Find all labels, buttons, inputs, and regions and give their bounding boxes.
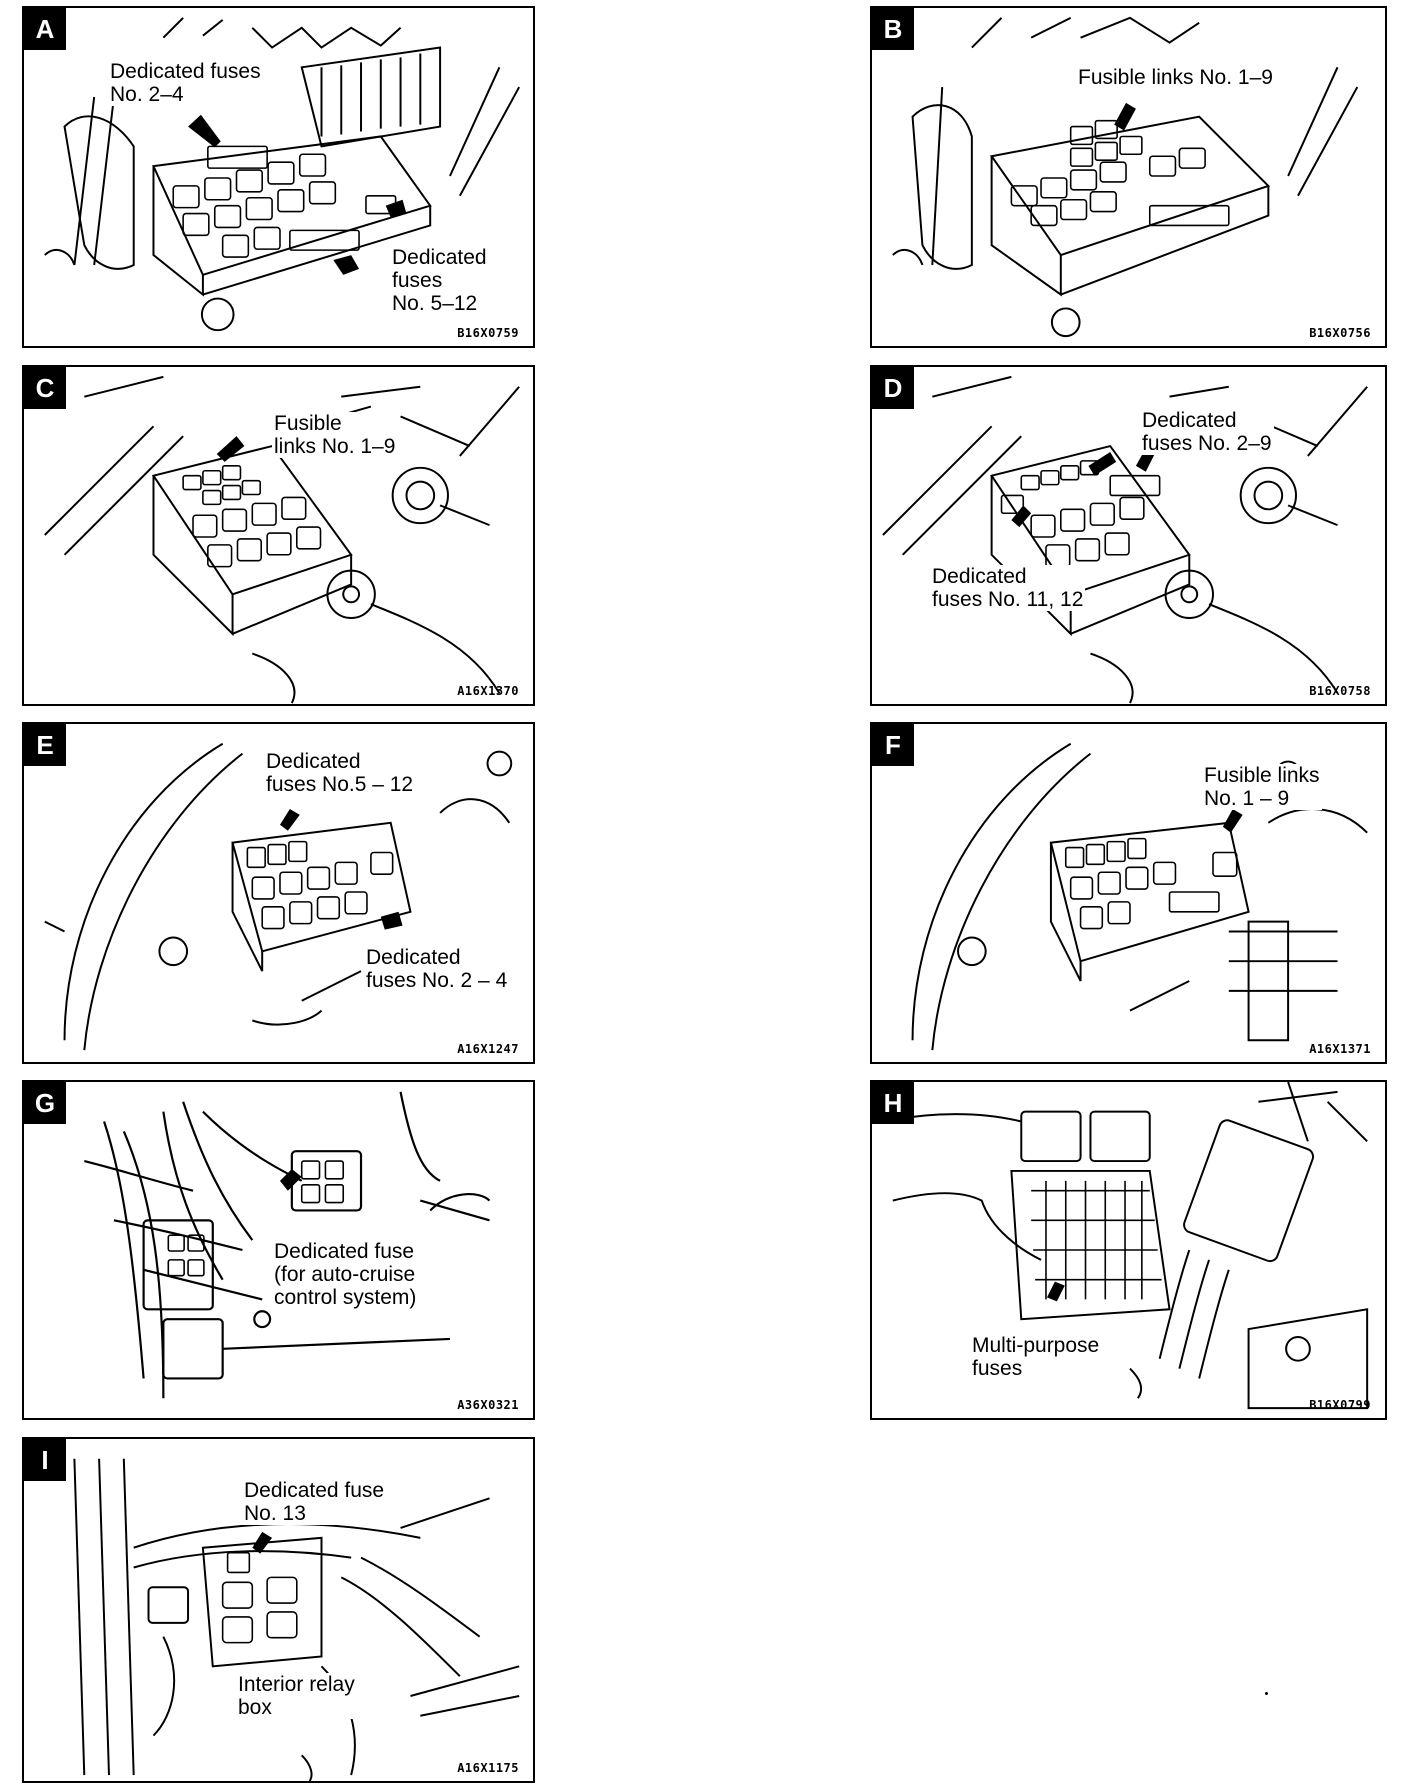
panel-letter: D (872, 367, 914, 409)
callout-label: Dedicated fuses No.5 – 12 (264, 750, 416, 796)
wiring-harness-illustration (84, 1091, 491, 1399)
callout-label: Fusible links No. 1–9 (1076, 66, 1275, 89)
panel-e: E Dedicated fuses No.5 – 12 Dedicated fu… (22, 722, 535, 1064)
panel-letter: E (24, 724, 66, 766)
panel-f: F Fusible links No. 1 – 9 A16X1371 (870, 722, 1387, 1064)
fuse-box-illustration (44, 742, 513, 1051)
callout-label: Dedicated fuses No. 11, 12 (930, 565, 1086, 611)
panel-g: G Dedicated fuse (for auto-cruise contro… (22, 1080, 535, 1420)
callout-label: Dedicated fuses No. 2 – 4 (364, 946, 510, 992)
stray-dot (1265, 1692, 1268, 1695)
callout-label: Dedicated fuses No. 2–4 (108, 60, 263, 106)
fuse-box-illustration (911, 742, 1368, 1051)
panel-b: B Fusible links No. 1–9 B16X0756 (870, 6, 1387, 348)
panel-h: H Multi-purpose fuses B16X0799 (870, 1080, 1387, 1420)
callout-label: Dedicated fuses No. 2–9 (1140, 409, 1274, 455)
panel-letter: C (24, 367, 66, 409)
figure-code: B16X0756 (1309, 326, 1371, 340)
panel-letter: F (872, 724, 914, 766)
fuse-box-illustration (892, 16, 1359, 338)
fuse-block-illustration (882, 1082, 1369, 1410)
panel-letter: H (872, 1082, 914, 1124)
callout-label: Dedicated fuse (for auto-cruise control … (272, 1240, 419, 1309)
callout-label: Interior relay box (236, 1673, 357, 1719)
figure-code: A16X1371 (1309, 1042, 1371, 1056)
panel-letter: B (872, 8, 914, 50)
fuse-box-illustration (44, 17, 521, 332)
callout-label: Dedicated fuse No. 13 (242, 1479, 387, 1525)
panel-letter: I (24, 1439, 66, 1481)
panel-c: C Fusible links No. 1–9 A16X1370 (22, 365, 535, 706)
callout-label: Dedicated fuses No. 5–12 (390, 246, 489, 315)
figure-code: A16X1370 (457, 684, 519, 698)
callout-label: Multi-purpose fuses (970, 1334, 1102, 1380)
panel-a: A Dedicated fuses No. 2–4 Dedicated fuse… (22, 6, 535, 348)
panel-letter: G (24, 1082, 66, 1124)
figure-code: A36X0321 (457, 1398, 519, 1412)
callout-label: Fusible links No. 1 – 9 (1202, 764, 1322, 810)
figure-code: B16X0799 (1309, 1398, 1371, 1412)
relay-box-illustration (73, 1458, 520, 1781)
panel-d: D Dedicated fuses No. 2–9 Dedicated fuse… (870, 365, 1387, 706)
figure-code: B16X0758 (1309, 684, 1371, 698)
fuse-box-illustration (882, 375, 1368, 704)
panel-letter: A (24, 8, 66, 50)
panel-i: I Dedicated fuse No. 13 Interior relay b… (22, 1437, 535, 1783)
callout-label: Fusible links No. 1–9 (272, 412, 398, 458)
figure-code: A16X1175 (457, 1761, 519, 1775)
figure-code: A16X1247 (457, 1042, 519, 1056)
figure-code: B16X0759 (457, 326, 519, 340)
